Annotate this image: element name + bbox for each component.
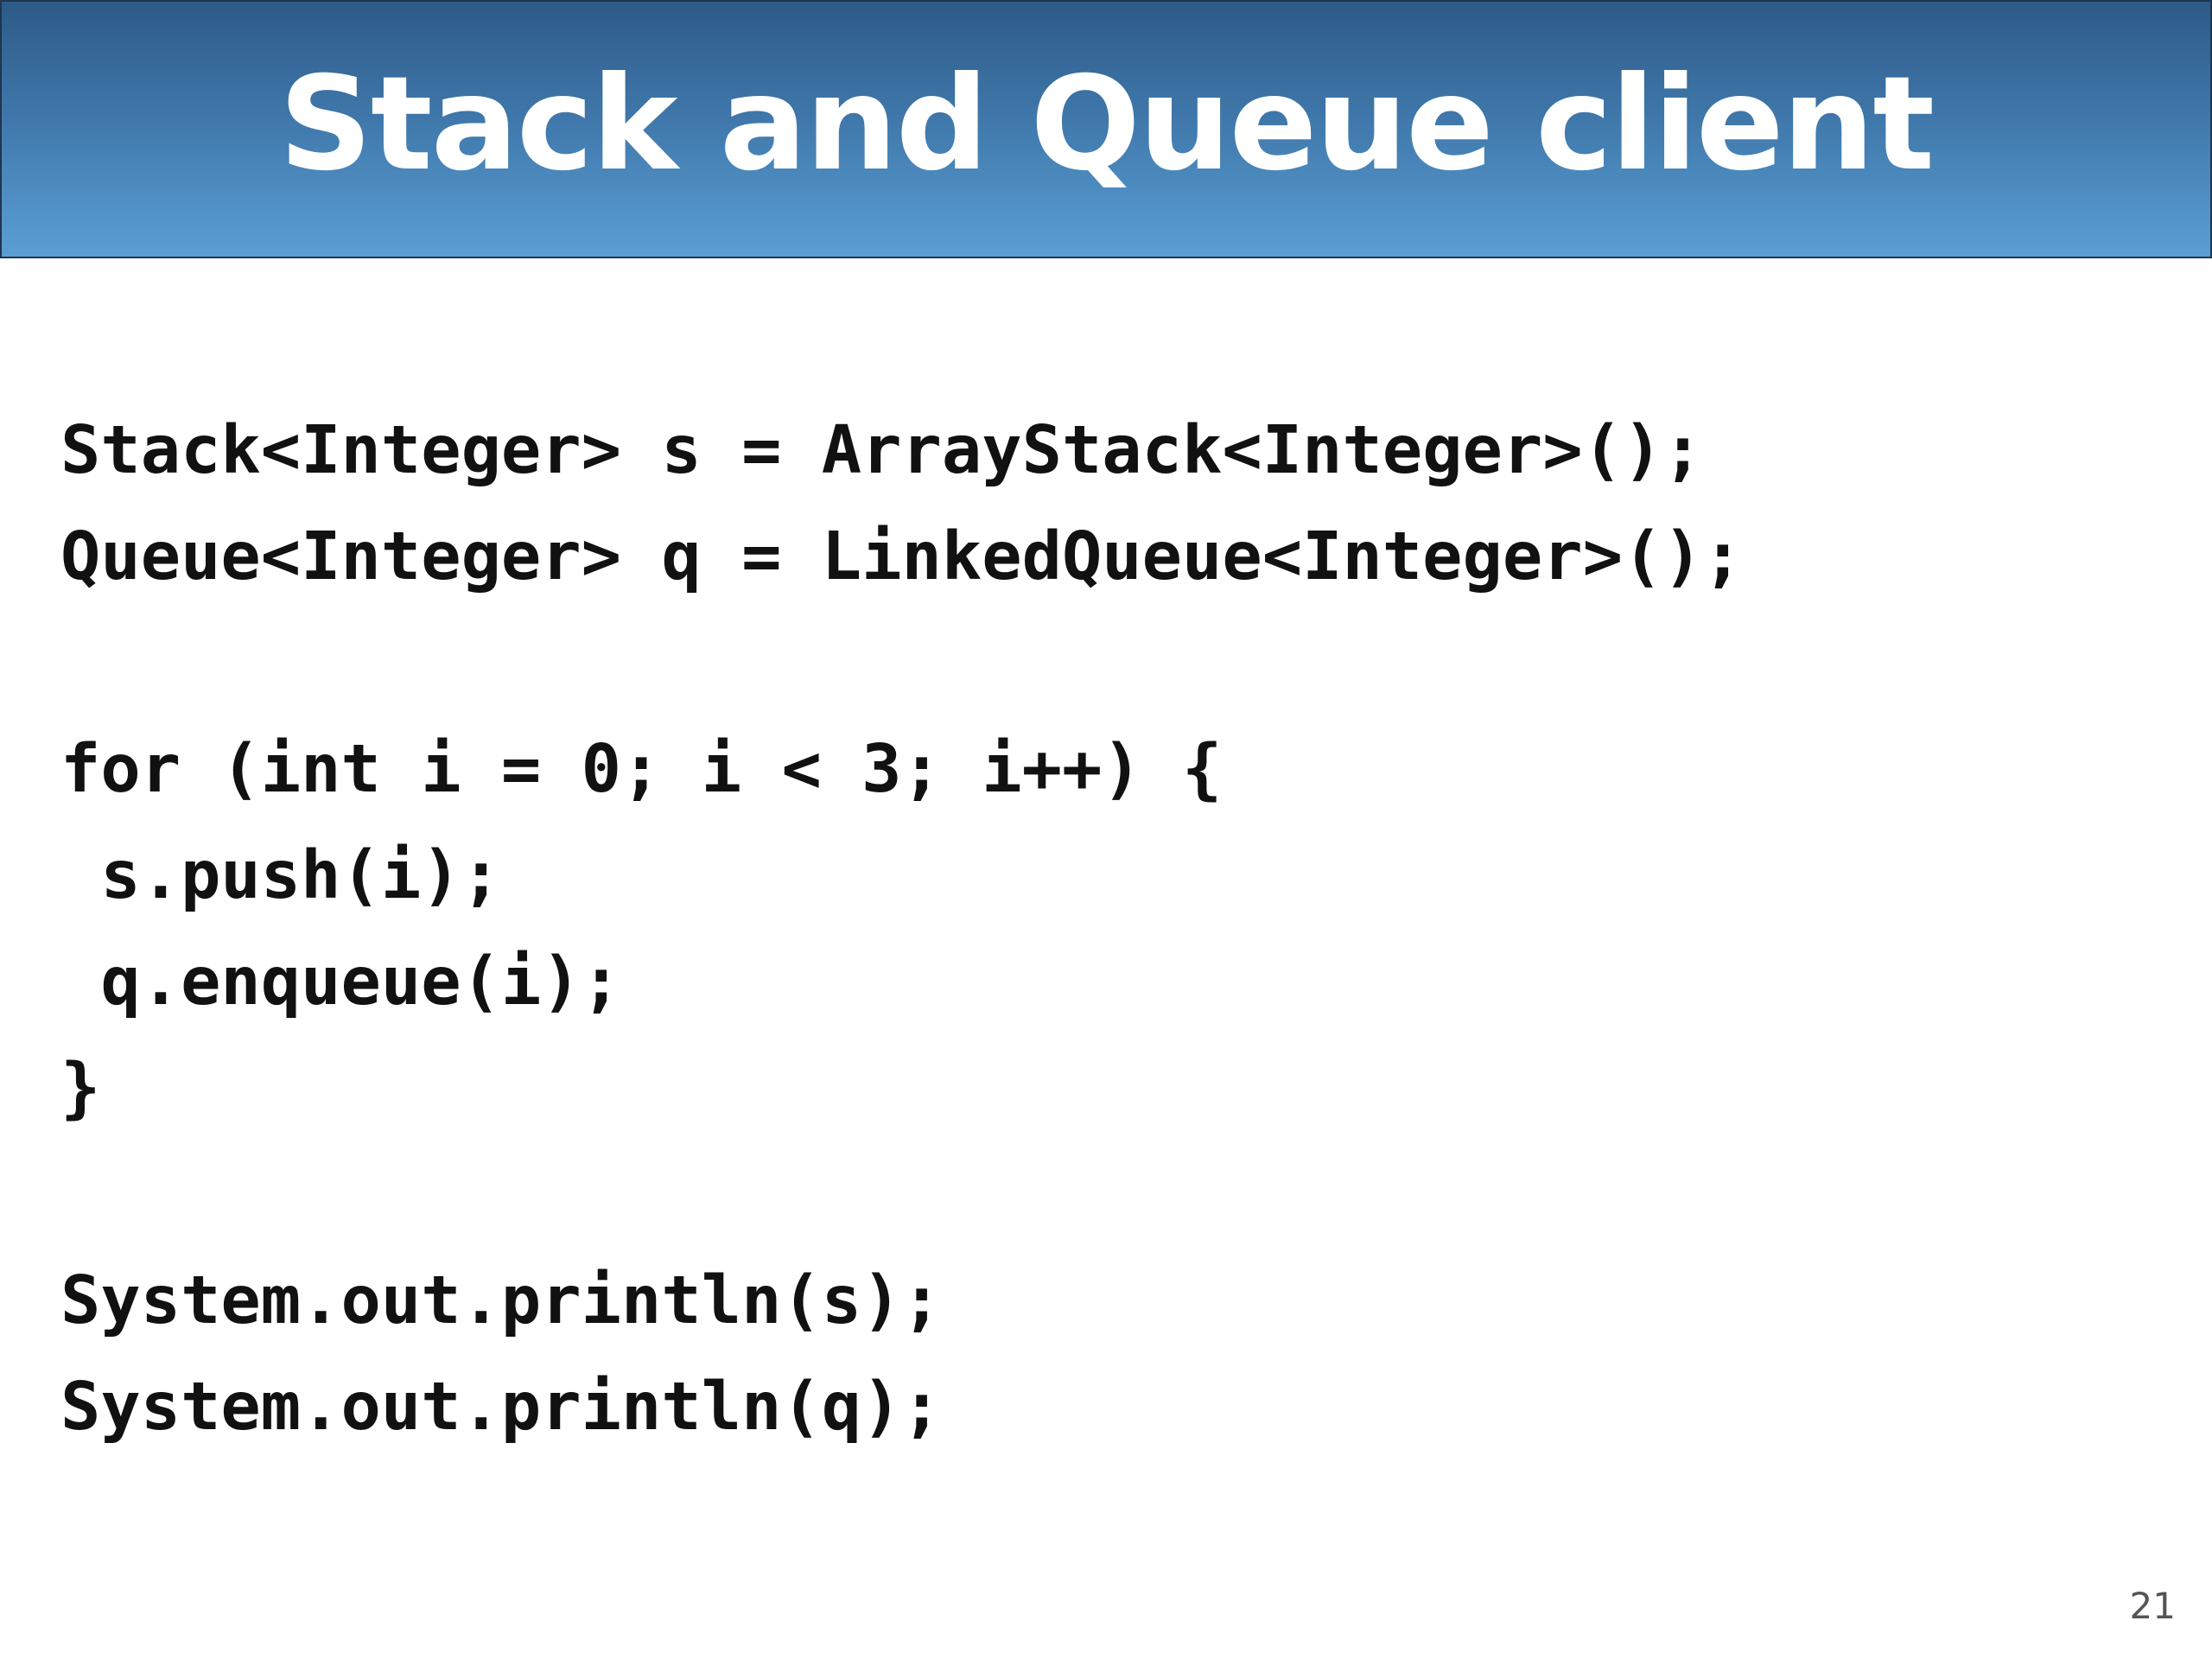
code-line: s.push(i);	[60, 837, 501, 914]
code-line: Queue<Integer> q = LinkedQueue<Integer>(…	[60, 518, 1744, 595]
code-line	[60, 1141, 1743, 1248]
code-line: for (int i = 0; i < 3; i++) {	[60, 731, 1223, 808]
code-line: q.enqueue(i);	[60, 944, 622, 1020]
code-line: System.out.println(s);	[60, 1262, 942, 1339]
code-line: Stack<Integer> s = ArrayStack<Integer>()…	[60, 412, 1703, 489]
title-bar: Stack and Queue client	[0, 0, 2212, 258]
code-block: Stack<Integer> s = ArrayStack<Integer>()…	[60, 397, 1743, 1460]
slide-title: Stack and Queue client	[278, 48, 1935, 200]
code-line: System.out.println(q);	[60, 1369, 942, 1446]
code-line	[60, 610, 1743, 716]
page-number: 21	[2129, 1585, 2176, 1627]
code-line: }	[60, 1050, 101, 1127]
